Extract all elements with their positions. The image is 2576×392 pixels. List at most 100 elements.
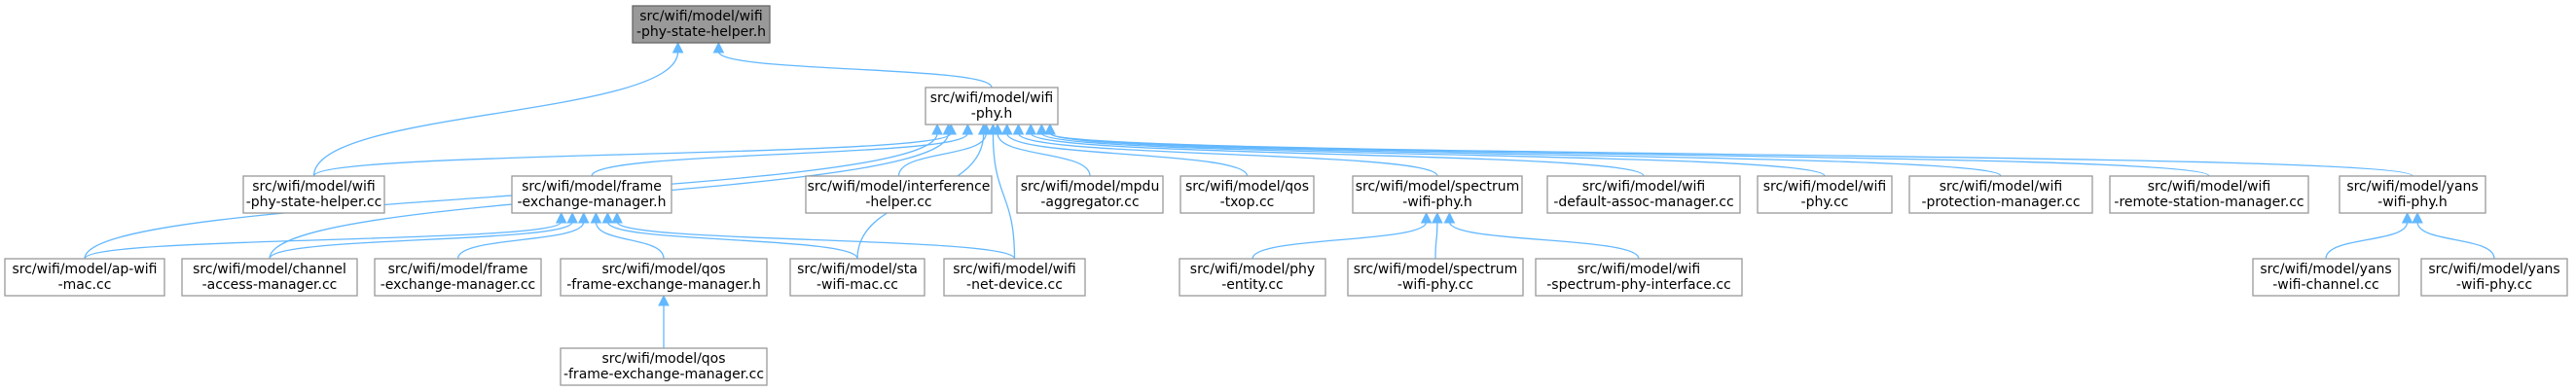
node-box — [560, 347, 768, 386]
edge-arrowhead — [1035, 123, 1048, 135]
node-label-line: src/wifi/model/frame — [522, 179, 662, 195]
dependency-edge — [2416, 221, 2495, 260]
edge-arrowhead — [1420, 211, 1433, 224]
file-node-phy-cc[interactable]: src/wifi/model/wifi-phy.cc — [1757, 175, 1893, 214]
node-label-line: src/wifi/model/frame — [388, 262, 528, 277]
node-box — [1352, 175, 1523, 214]
node-label-line: -txop.cc — [1220, 195, 1275, 210]
edge-arrowhead — [1432, 211, 1443, 224]
edge-arrowhead — [671, 41, 684, 53]
dependency-edge — [1448, 221, 1640, 260]
node-label-line: src/wifi/model/interference — [808, 179, 991, 195]
node-label-line: -phy-state-helper.cc — [246, 195, 382, 210]
node-label-line: -phy.cc — [1801, 195, 1849, 210]
file-node-spec-cc[interactable]: src/wifi/model/spectrum-wifi-phy.cc — [1347, 258, 1524, 297]
node-box — [1546, 175, 1741, 214]
file-node-sta[interactable]: src/wifi/model/sta-wifi-mac.cc — [789, 258, 925, 297]
dependency-edge — [312, 132, 952, 177]
dependency-edge — [456, 221, 585, 260]
file-node-psh-cc[interactable]: src/wifi/model/wifi-phy-state-helper.cc — [242, 175, 385, 214]
edge-arrowhead — [577, 211, 590, 224]
node-label-line: src/wifi/model/wifi — [1763, 179, 1887, 195]
dependency-edge — [595, 221, 665, 260]
node-label-line: -wifi-phy.cc — [1397, 277, 1473, 293]
file-node-ap[interactable]: src/wifi/model/ap-wifi-mac.cc — [4, 258, 165, 297]
node-label-line: src/wifi/model/qos — [1185, 179, 1309, 195]
file-node-interf[interactable]: src/wifi/model/interference-helper.cc — [805, 175, 993, 214]
dependency-edge — [616, 221, 1016, 260]
node-label-line: src/wifi/model/yans — [2260, 262, 2391, 277]
dependency-edge — [897, 132, 987, 177]
file-node-yans-h[interactable]: src/wifi/model/yans-wifi-phy.h — [2339, 175, 2486, 214]
node-box — [805, 175, 993, 214]
root-file-node-root[interactable]: src/wifi/model/wifi-phy-state-helper.h — [632, 5, 771, 44]
file-node-qfem-cc[interactable]: src/wifi/model/qos-frame-exchange-manage… — [560, 347, 768, 386]
edge-arrowhead — [555, 211, 567, 224]
file-node-rsm[interactable]: src/wifi/model/wifi-remote-station-manag… — [2109, 175, 2309, 214]
file-node-phy-h[interactable]: src/wifi/model/wifi-phy.h — [925, 87, 1059, 125]
file-node-fem-cc[interactable]: src/wifi/model/frame-exchange-manager.cc — [374, 258, 542, 297]
node-label-line: -remote-station-manager.cc — [2114, 195, 2304, 210]
node-box — [1347, 258, 1524, 297]
file-node-spec-if[interactable]: src/wifi/model/wifi-spectrum-phy-interfa… — [1535, 258, 1743, 297]
file-node-netdev[interactable]: src/wifi/model/wifi-net-device.cc — [943, 258, 1086, 297]
node-label-line: src/wifi/model/mpdu — [1021, 179, 1160, 195]
file-node-phy-ent[interactable]: src/wifi/model/phy-entity.cc — [1179, 258, 1326, 297]
edge-arrowhead — [1044, 123, 1056, 135]
edge-arrowhead — [942, 123, 955, 135]
node-label-line: -entity.cc — [1221, 277, 1284, 293]
node-label-line: -protection-manager.cc — [1921, 195, 2080, 210]
dependency-edge — [84, 221, 562, 260]
edge-arrowhead — [977, 123, 990, 135]
node-label-line: -mac.cc — [58, 277, 112, 293]
dependency-edge — [1049, 132, 2210, 177]
dependency-edge — [84, 132, 938, 260]
edge-arrowhead — [601, 211, 614, 224]
node-label-line: -aggregator.cc — [1040, 195, 1139, 210]
node-label-line: -net-device.cc — [966, 277, 1063, 293]
node-box — [1535, 258, 1743, 297]
node-box — [1179, 175, 1315, 214]
node-label-line: src/wifi/model/wifi — [1582, 179, 1706, 195]
node-label-line: src/wifi/model/qos — [601, 351, 725, 367]
node-label-line: -frame-exchange-manager.h — [566, 277, 761, 293]
file-node-qos-txop[interactable]: src/wifi/model/qos-txop.cc — [1179, 175, 1315, 214]
node-label-line: -wifi-phy.h — [1402, 195, 1472, 210]
file-node-fem-h[interactable]: src/wifi/model/frame-exchange-manager.h — [511, 175, 672, 214]
dependency-edge — [2325, 221, 2409, 260]
edge-arrowhead — [611, 211, 623, 224]
node-box — [2109, 175, 2309, 214]
node-label-line: src/wifi/model/yans — [2428, 262, 2559, 277]
node-label-line: -default-assoc-manager.cc — [1553, 195, 1733, 210]
file-node-spec-h[interactable]: src/wifi/model/spectrum-wifi-phy.h — [1352, 175, 1523, 214]
edge-arrowhead — [658, 294, 670, 306]
file-node-yans-cc[interactable]: src/wifi/model/yans-wifi-phy.cc — [2420, 258, 2568, 297]
node-label-line: -wifi-channel.cc — [2272, 277, 2379, 293]
edge-arrowhead — [2401, 211, 2413, 224]
node-label-line: src/wifi/model/wifi — [2148, 179, 2271, 195]
dependency-edge — [1006, 132, 1249, 177]
node-box — [181, 258, 358, 297]
file-node-mpdu[interactable]: src/wifi/model/mpdu-aggregator.cc — [1016, 175, 1164, 214]
file-node-yans-chan[interactable]: src/wifi/model/yans-wifi-channel.cc — [2252, 258, 2400, 297]
file-node-def-assoc[interactable]: src/wifi/model/wifi-default-assoc-manage… — [1546, 175, 1741, 214]
edge-arrowhead — [987, 123, 999, 135]
file-node-qfem-h[interactable]: src/wifi/model/qos-frame-exchange-manage… — [560, 258, 768, 297]
node-box — [943, 258, 1086, 297]
node-label-line: -wifi-mac.cc — [816, 277, 898, 293]
file-node-chan-acc[interactable]: src/wifi/model/channel-access-manager.cc — [181, 258, 358, 297]
node-label-line: src/wifi/model/wifi — [639, 9, 763, 24]
edge-arrowhead — [590, 211, 602, 224]
edge-arrowhead — [931, 123, 943, 135]
node-label-line: src/wifi/model/sta — [797, 262, 918, 277]
node-label-line: -helper.cc — [865, 195, 931, 210]
edges-layer — [84, 41, 2495, 349]
node-box — [1757, 175, 1893, 214]
dependency-edge — [717, 51, 993, 89]
file-node-prot[interactable]: src/wifi/model/wifi-protection-manager.c… — [1908, 175, 2093, 214]
dependency-edge — [1030, 132, 1645, 177]
node-label-line: -phy.h — [971, 106, 1012, 122]
node-box — [560, 258, 768, 297]
node-label-line: src/wifi/model/ap-wifi — [12, 262, 157, 277]
node-box — [1016, 175, 1164, 214]
